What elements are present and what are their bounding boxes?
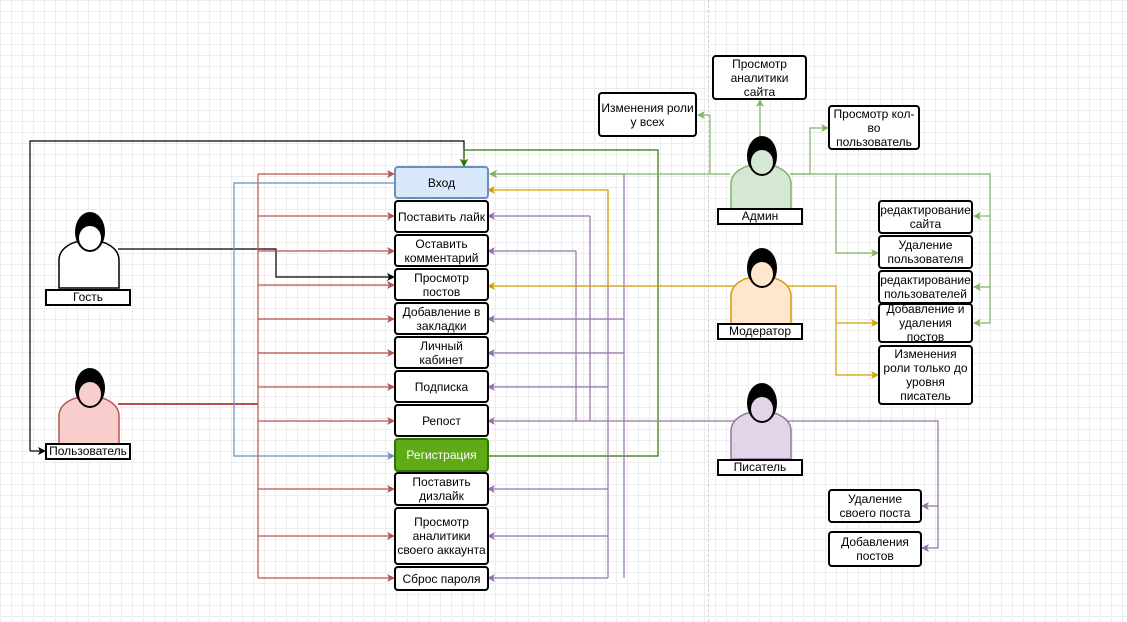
usecase-reset-password[interactable]: Сброс пароля (394, 566, 489, 591)
actor-guest-label: Гость (45, 289, 131, 306)
usecase-edit-site[interactable]: редактирование сайта (878, 200, 973, 234)
user-person-icon (58, 368, 120, 445)
usecase-repost[interactable]: Репост (394, 404, 489, 437)
connector-register-login (460, 149, 659, 457)
actor-moderator-label: Модератор (717, 323, 803, 340)
moderator-connectors (487, 186, 879, 379)
dashed-divider (708, 0, 709, 622)
usecase-like[interactable]: Поставить лайк (394, 200, 489, 233)
usecase-change-roles-writer[interactable]: Изменения роли только до уровня писатель (878, 345, 973, 405)
actor-user-label: Пользователь (45, 443, 131, 460)
usecase-view-posts[interactable]: Просмотр постов (394, 268, 489, 301)
usecase-add-delete-posts[interactable]: Добавление и удаления постов (878, 303, 973, 343)
connector-guest-view-posts (118, 248, 395, 281)
admin-person-icon (730, 136, 792, 213)
usecase-dislike[interactable]: Поставить дизлайк (394, 472, 489, 506)
guest-person-icon (58, 212, 120, 289)
usecase-change-roles-all[interactable]: Изменения роли у всех (598, 92, 697, 137)
moderator-person-icon (730, 248, 792, 325)
usecase-delete-own-post[interactable]: Удаление своего поста (828, 489, 922, 523)
usecase-edit-users[interactable]: редактирование пользователей (878, 270, 973, 304)
usecase-bookmark[interactable]: Добавление в закладки (394, 302, 489, 335)
usecase-subscribe[interactable]: Подписка (394, 370, 489, 403)
connector-login-register (233, 182, 395, 460)
usecase-comment[interactable]: Оставить комментарий (394, 234, 489, 267)
writer-person-icon (730, 383, 792, 460)
register-connectors (233, 149, 659, 460)
actor-admin-label: Админ (717, 208, 803, 225)
usecase-user-count[interactable]: Просмотр кол-во пользователь (828, 105, 920, 150)
usecase-login[interactable]: Вход (394, 166, 489, 199)
usecase-register[interactable]: Регистрация (394, 438, 489, 472)
actor-writer-label: Писатель (717, 459, 803, 476)
usecase-add-posts[interactable]: Добавления постов (828, 531, 922, 567)
user-connectors (118, 170, 395, 582)
usecase-site-analytics[interactable]: Просмотр аналитики сайта (712, 55, 807, 100)
usecase-own-analytics[interactable]: Просмотр аналитики своего аккаунта (394, 507, 489, 565)
usecase-cabinet[interactable]: Личный кабинет (394, 336, 489, 369)
admin-connectors (489, 99, 991, 327)
usecase-delete-users[interactable]: Удаление пользователя (878, 235, 973, 269)
